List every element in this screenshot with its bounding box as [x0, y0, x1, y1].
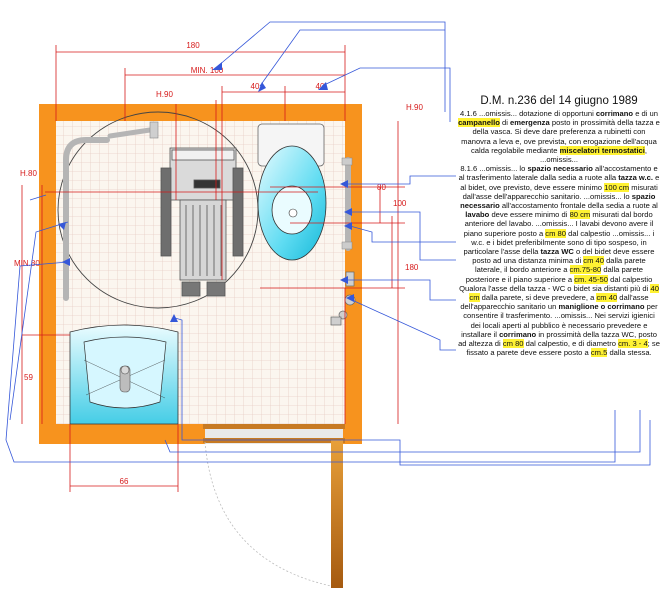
notes-text: di	[501, 118, 508, 128]
notes-text: dalla stessa.	[609, 348, 652, 358]
notes-text: misurati dal bordo anteriore del lavabo.…	[463, 210, 654, 238]
regulation-notes: D.M. n.236 del 14 giugno 1989 4.1.6 ...o…	[458, 95, 660, 358]
notes-text: dalla parete, si deve prevedere, a	[481, 293, 595, 303]
notes-section-416: 4.1.6 ...omissis... dotazione di opportu…	[458, 109, 660, 164]
notes-highlight: cm 80	[545, 228, 566, 238]
notes-text: per consentire il trasferimento. ...omis…	[461, 302, 658, 339]
notes-highlight: 80 cm	[569, 210, 591, 220]
dim-min-100: MIN. 100	[191, 66, 224, 75]
notes-text: dal calpestio ...omissis... i w.c. e i b…	[463, 228, 655, 257]
notes-bold: tazza WC	[540, 247, 574, 257]
grab-bar-bracket	[149, 121, 159, 139]
notes-text: dalla parete posteriore e il piano super…	[465, 265, 644, 284]
notes-section-handrail: Qualora l'asse della tazza - WC o bidet …	[458, 283, 660, 358]
notes-highlight: cm. 3 - 4	[618, 339, 648, 349]
notes-text: Qualora l'asse della tazza - WC o bidet …	[459, 283, 649, 293]
dim-66: 66	[120, 477, 129, 486]
notes-bold: spazio necessario	[527, 164, 593, 174]
dim-min-80: MIN.80	[14, 259, 40, 268]
leader-arrows	[58, 62, 354, 322]
notes-text: e al bidet, ove previsto, deve essere mi…	[460, 173, 660, 192]
notes-highlight: 100 cm	[604, 182, 630, 192]
door-frame-bottom	[203, 438, 345, 443]
leader-lines	[5, 21, 651, 466]
notes-text: dalla parete laterale, il bordo anterior…	[474, 256, 646, 275]
notes-text: dal calpestio, e di diametro	[525, 339, 616, 349]
dim-180-right: 180	[405, 263, 419, 272]
notes-text: all'accostamento e al trasferimento late…	[458, 164, 658, 183]
dim-h80: H.80	[20, 169, 37, 178]
notes-bold: emergenza	[510, 118, 550, 128]
notes-highlight: cm. 45-50	[574, 274, 608, 284]
notes-text: o del bidet deve essere posto ad una dis…	[472, 247, 655, 266]
notes-text: deve essere minimo di	[491, 210, 568, 220]
notes-text: 8.1.6 ...omissis... lo	[460, 164, 526, 174]
notes-bold: spazio necessario	[460, 191, 656, 211]
left-grab-bar	[63, 137, 110, 301]
dim-100-right: 100	[393, 199, 407, 208]
wheelchair	[160, 147, 244, 297]
door-frame	[203, 424, 345, 429]
notes-bold: lavabo	[465, 210, 490, 220]
notes-bold: corrimano	[595, 109, 634, 118]
dim-h90-left: H.90	[156, 90, 173, 99]
notes-text: 4.1.6 ...omissis... dotazione di opportu…	[459, 109, 594, 118]
notes-highlight: cm.75-80	[569, 265, 602, 275]
notes-highlight: cm 40	[596, 293, 618, 303]
dim-h90-right: H.90	[406, 103, 423, 112]
top-grab-bar	[107, 127, 153, 139]
notes-text: all'accostamento frontale della sedia a …	[501, 201, 658, 211]
dim-180-top: 180	[186, 41, 200, 50]
notes-highlight: cm.5	[590, 348, 608, 358]
notes-text: e di un	[635, 109, 658, 118]
notes-text: ; se fissato a parete deve essere posto …	[466, 339, 660, 358]
notes-text: posto in prossimità della tazza e della …	[461, 118, 660, 155]
dim-40-right: 40	[316, 82, 325, 91]
notes-bold: maniglione o corrimano	[558, 302, 645, 312]
notes-bold: corrimano	[499, 329, 537, 339]
notes-text: dal calpestio	[610, 274, 653, 284]
dim-80-right: 80	[377, 183, 386, 192]
dim-59: 59	[24, 373, 33, 382]
door-swing-arc	[204, 441, 332, 587]
notes-text: dall'asse dell'apparecchio sanitario un	[460, 293, 649, 312]
toilet-wc	[257, 123, 327, 261]
notes-title: D.M. n.236 del 14 giugno 1989	[480, 95, 638, 107]
notes-text: , ...omissis...	[540, 145, 648, 165]
notes-highlight: campanello	[458, 118, 500, 128]
door-leaf	[331, 440, 343, 588]
notes-bold: tazza w.c.	[618, 173, 653, 183]
notes-highlight: cm 40	[583, 256, 604, 266]
notes-text: misurati dall'asse dell'apparecchio sani…	[462, 182, 658, 201]
grab-bar-bracket-top	[341, 157, 353, 166]
dim-40-left: 40	[251, 82, 260, 91]
hand-shower	[330, 271, 356, 326]
dimension-lines	[21, 45, 405, 492]
notes-highlight: cm 80	[502, 339, 524, 349]
grab-bar-bracket-bottom	[341, 241, 353, 250]
notes-text: in prossimità della tazza WC, posto ad a…	[458, 329, 657, 349]
washbasin	[69, 324, 179, 425]
notes-section-816: 8.1.6 ...omissis... lo spazio necessario…	[458, 164, 660, 284]
notes-highlight: miscelatori termostatici	[559, 145, 645, 155]
